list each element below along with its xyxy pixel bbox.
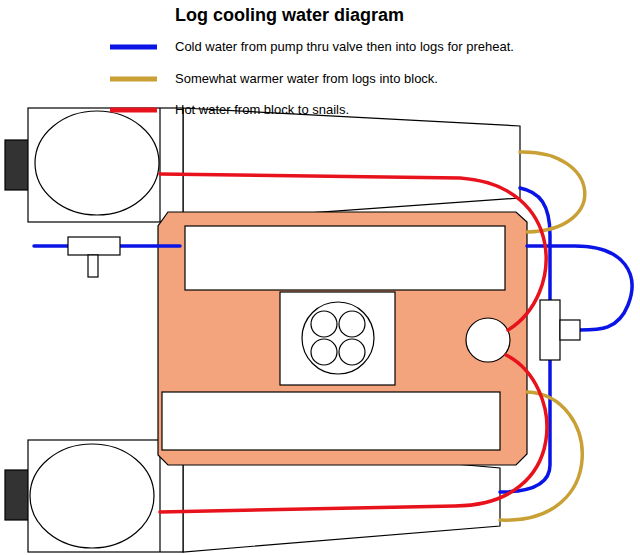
warm-water-line bbox=[520, 152, 585, 232]
legend-text: Hot water from block to snails. bbox=[175, 102, 349, 117]
legend-sample-line bbox=[110, 108, 157, 113]
log-outlet bbox=[35, 111, 159, 215]
legend-text: Somewhat warmer water from logs into blo… bbox=[175, 71, 438, 86]
log-end-cap bbox=[5, 140, 30, 190]
carburetor bbox=[302, 302, 374, 374]
cylinder-head bbox=[162, 392, 500, 450]
diagram-title: Log cooling water diagram bbox=[175, 5, 404, 26]
cold-water-line bbox=[500, 360, 550, 492]
tee-fitting bbox=[540, 300, 560, 360]
valve-handle bbox=[88, 255, 98, 277]
legend-sample-line bbox=[110, 77, 157, 82]
tee-fitting bbox=[560, 320, 580, 340]
hot-water-line bbox=[160, 174, 546, 330]
legend-text: Cold water from pump thru valve then int… bbox=[175, 39, 514, 54]
log-outlet bbox=[30, 444, 154, 548]
engine-block bbox=[158, 212, 527, 465]
cylinder-head bbox=[185, 226, 505, 290]
legend-samples bbox=[110, 47, 157, 110]
legend-sample-line bbox=[110, 45, 157, 50]
carburetor-base bbox=[280, 292, 395, 385]
hot-water-line bbox=[160, 355, 547, 512]
log-end-cap bbox=[5, 470, 30, 520]
exhaust-log bbox=[183, 108, 520, 222]
log-flange bbox=[28, 108, 183, 222]
thermostat-housing bbox=[466, 318, 510, 362]
valve bbox=[68, 237, 120, 255]
